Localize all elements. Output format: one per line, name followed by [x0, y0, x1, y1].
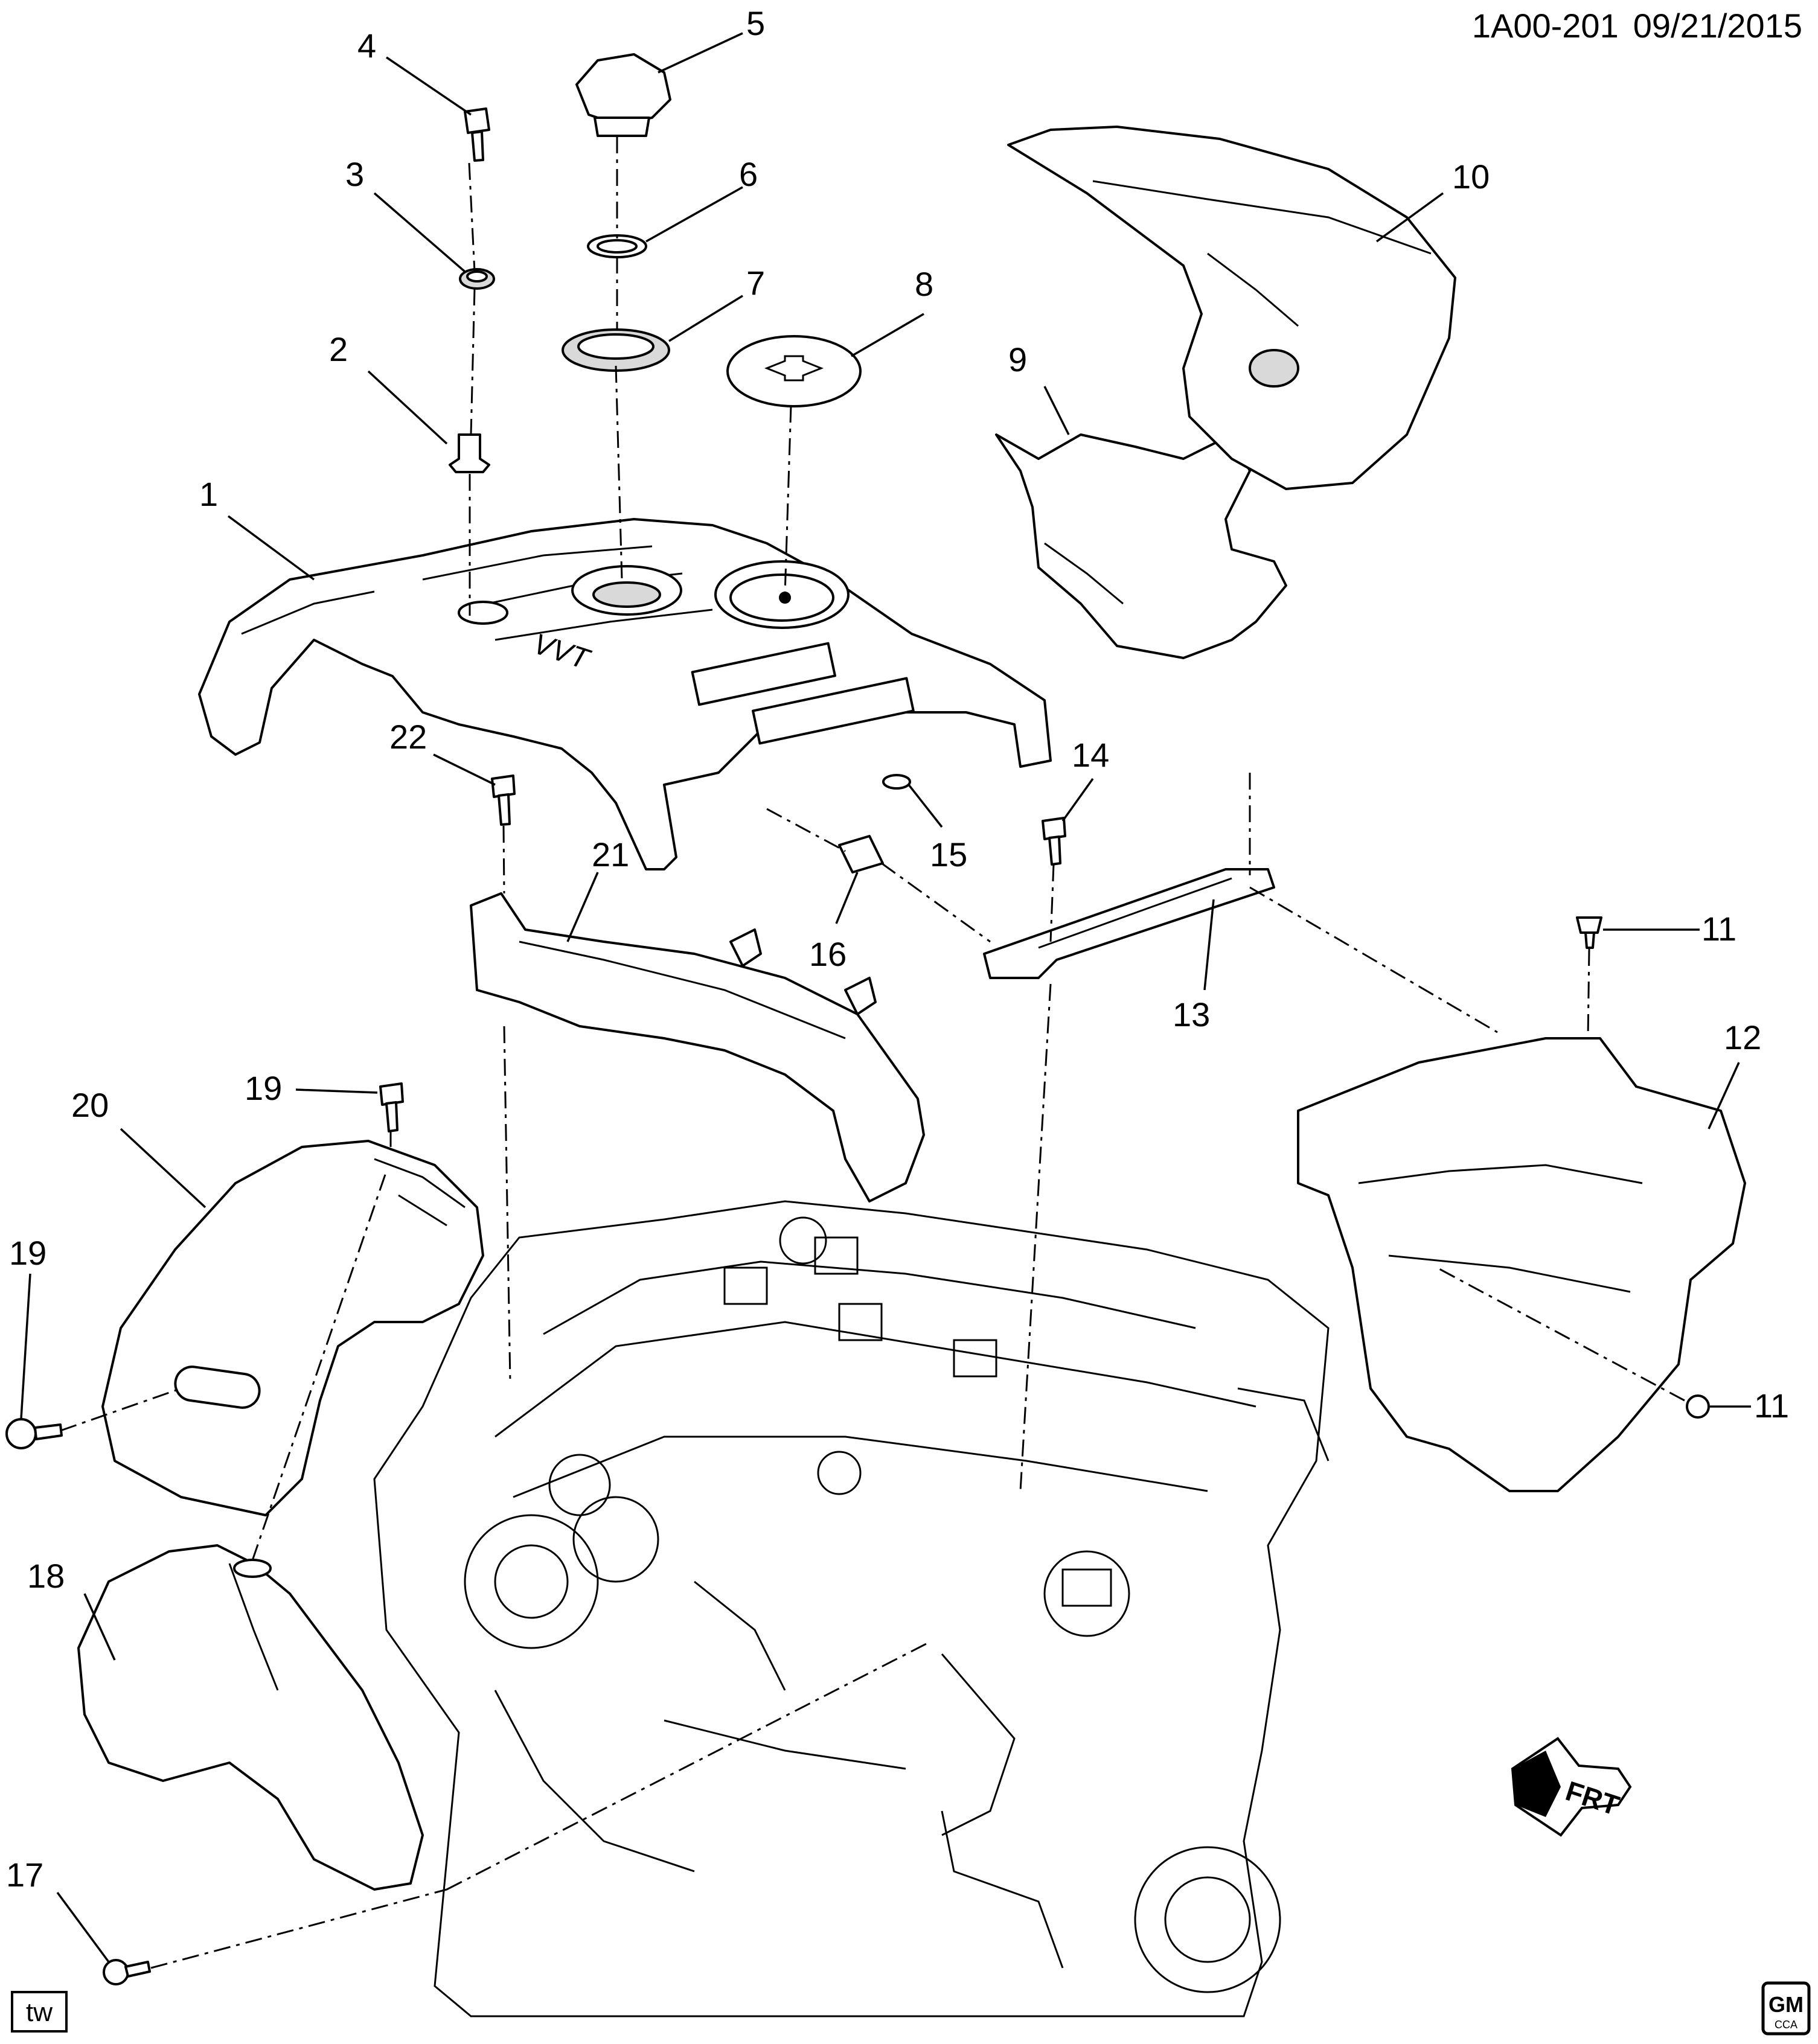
footer-tag-text: tw [26, 1998, 53, 2027]
callout-2: 2 [329, 330, 348, 368]
callout-4: 4 [357, 27, 376, 65]
gm-logo: GM CCA [1761, 1981, 1811, 2036]
callout-19-top: 19 [245, 1069, 282, 1107]
callout-1: 1 [199, 475, 218, 513]
bowtie-logo-icon [764, 355, 824, 382]
callout-8: 8 [915, 265, 933, 303]
clip-11-bottom [1686, 1394, 1710, 1419]
bolt-19-side [5, 1418, 63, 1449]
callout-21: 21 [592, 835, 629, 873]
footer-tag: tw [11, 1991, 68, 2033]
callout-11-top: 11 [1701, 910, 1736, 948]
callout-12: 12 [1724, 1018, 1761, 1056]
seal-7 [562, 328, 670, 372]
oil-filler-cap [575, 53, 671, 137]
callout-6: 6 [739, 155, 758, 193]
heat-shield-20 [101, 1140, 484, 1516]
callout-18: 18 [27, 1557, 65, 1595]
engine-top-cover: VVT [198, 518, 1052, 870]
engine-assembly [373, 1200, 1330, 2017]
callout-9: 9 [1008, 340, 1027, 378]
callout-7: 7 [746, 264, 765, 302]
clip-15 [882, 774, 911, 790]
header-code: 1A00-201 [1472, 7, 1619, 45]
washer-3 [459, 268, 495, 290]
bracket-13 [983, 868, 1275, 979]
callout-11-bottom: 11 [1754, 1387, 1789, 1425]
diagram-header: 1A00-201 09/21/2015 [1472, 7, 1802, 45]
bolt-14 [1042, 817, 1066, 866]
grommet-spacer-2 [449, 433, 490, 473]
callout-20: 20 [71, 1086, 109, 1124]
leader-lines [20, 32, 1751, 1963]
callout-15: 15 [930, 835, 967, 873]
front-direction-arrow-icon: FRT [1511, 1737, 1632, 1837]
heat-shield-9 [995, 433, 1287, 659]
seal-6 [587, 234, 647, 258]
clip-11-top [1576, 916, 1602, 949]
emblem-8 [726, 335, 862, 407]
bolt-17 [103, 1959, 151, 1985]
callout-16: 16 [809, 935, 847, 973]
callout-19-side: 19 [9, 1234, 46, 1272]
assembly-lines [60, 136, 1685, 1969]
gm-logo-bottom: CCA [1775, 2019, 1797, 2031]
callout-14: 14 [1072, 736, 1109, 774]
callout-22: 22 [389, 718, 427, 756]
callout-3: 3 [345, 155, 364, 193]
callout-17: 17 [6, 1856, 43, 1894]
bolt-22 [491, 774, 516, 826]
callout-10: 10 [1452, 158, 1490, 196]
bracket-21 [470, 892, 925, 1202]
callout-labels: 1 2 3 4 5 6 7 8 9 10 11 11 12 13 14 15 1… [6, 4, 1789, 1894]
gm-logo-top: GM [1768, 1992, 1804, 2017]
callout-5: 5 [746, 4, 765, 42]
heat-shield-18 [77, 1544, 424, 1891]
bolt-4 [464, 107, 490, 162]
callout-13: 13 [1173, 995, 1210, 1033]
heat-shield-12 [1297, 1037, 1746, 1492]
bolt-19-top [379, 1082, 404, 1132]
insulator-16 [838, 835, 884, 873]
heat-shield-10 [1007, 126, 1456, 490]
header-date: 09/21/2015 [1633, 7, 1802, 45]
